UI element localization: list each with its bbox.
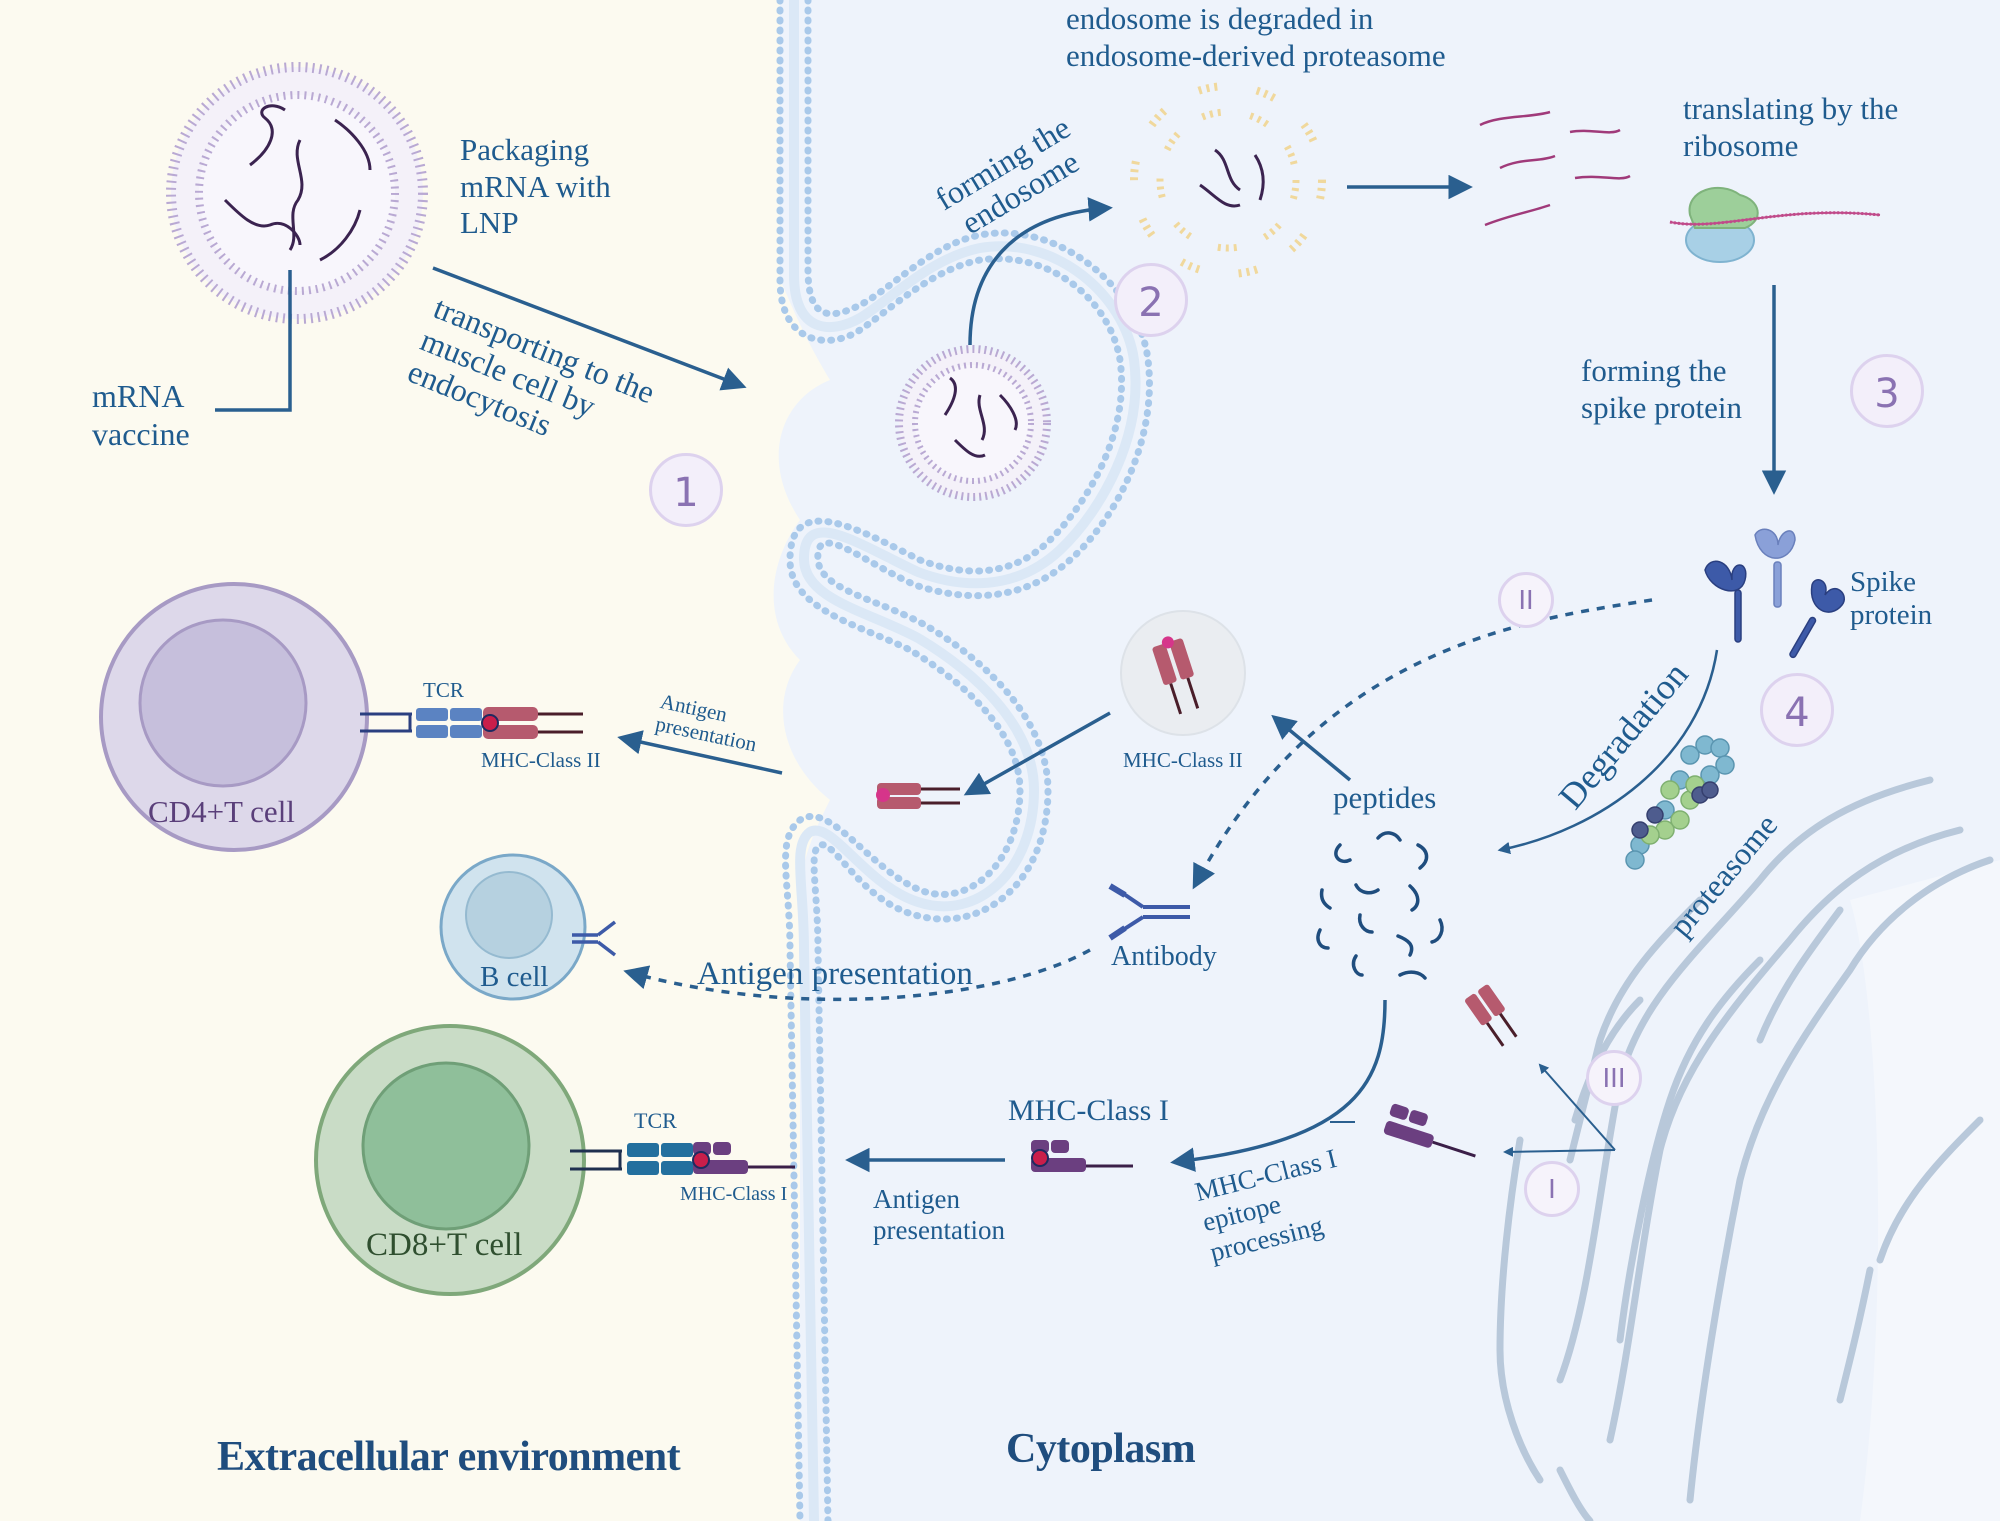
spike-protein-icon bbox=[1704, 528, 1845, 659]
arrow-degradation bbox=[1497, 649, 1719, 855]
ribosome-icon bbox=[1669, 186, 1881, 263]
vaccine-pointer-line bbox=[215, 270, 292, 412]
arrow-cd4-presentation bbox=[617, 730, 783, 775]
arrow-route-ii bbox=[1192, 598, 1653, 890]
cd8-t-cell bbox=[314, 1024, 586, 1296]
b-cell bbox=[439, 853, 587, 1001]
tcr-cd4-label: TCR bbox=[423, 678, 464, 702]
arrow-route-i bbox=[1503, 1146, 1616, 1157]
process-arrows bbox=[432, 174, 1787, 1173]
mhc-class-i-er-icon bbox=[1383, 1103, 1476, 1158]
mhc-class-i-cd8-icon bbox=[692, 1142, 795, 1174]
cytoplasm-title: Cytoplasm bbox=[1006, 1426, 1196, 1472]
arrow-epitope-processing bbox=[1170, 999, 1387, 1172]
mhc2-cd4-label: MHC-Class II bbox=[481, 748, 601, 772]
peptides-label: peptides bbox=[1333, 780, 1437, 815]
mhc-class-ii-icon bbox=[1120, 610, 1246, 736]
route-iii-badge: III bbox=[1586, 1050, 1642, 1106]
extracellular-title: Extracellular environment bbox=[217, 1434, 681, 1480]
antibody-label: Antibody bbox=[1111, 941, 1217, 972]
arrow-transport bbox=[432, 266, 747, 391]
mhc2-cyto-label: MHC-Class II bbox=[1123, 748, 1243, 772]
mhc1-cyto-label: MHC-Class I bbox=[1008, 1094, 1169, 1127]
tcr-cd8-label: TCR bbox=[634, 1108, 677, 1133]
b-cell-label: B cell bbox=[480, 961, 549, 993]
proteasome-icon bbox=[1625, 735, 1735, 870]
cd8-cell-label: CD8+T cell bbox=[366, 1227, 523, 1263]
step-4-badge: 4 bbox=[1760, 673, 1834, 747]
endosome-icon bbox=[1130, 82, 1326, 278]
arrow-mhc2-to-membrane bbox=[963, 711, 1111, 796]
arrow-route-iii bbox=[1538, 1063, 1616, 1151]
arrow-form-endosome bbox=[968, 197, 1113, 346]
mhc-class-ii-cd4-icon bbox=[481, 707, 583, 739]
peptide-fragment-icon bbox=[1316, 831, 1444, 980]
mhc-class-ii-er-icon bbox=[1465, 984, 1518, 1047]
antigen-presentation-b-label: Antigen presentation bbox=[697, 956, 973, 992]
step-1-badge: 1 bbox=[649, 453, 723, 527]
antibody-cyto-icon bbox=[1108, 883, 1190, 941]
cd4-t-cell bbox=[99, 582, 369, 852]
cytoplasm-region bbox=[773, 0, 2000, 1521]
step-2-badge: 2 bbox=[1114, 263, 1188, 337]
step-3-badge: 3 bbox=[1850, 354, 1924, 428]
lipid-nanoparticle-icon bbox=[166, 62, 428, 324]
mhc1-cd8-label: MHC-Class I bbox=[680, 1183, 788, 1205]
mrna-fragments-icon bbox=[1479, 110, 1631, 227]
mhc-class-ii-membrane-icon bbox=[876, 783, 960, 809]
tcr-icon bbox=[360, 708, 482, 738]
cd4-cell-label: CD4+T cell bbox=[148, 794, 295, 829]
mhc-class-i-icon bbox=[1031, 1140, 1133, 1172]
route-i-badge: I bbox=[1524, 1161, 1580, 1217]
endosome-lnp-icon bbox=[895, 345, 1051, 501]
mrna-strand-icon bbox=[223, 104, 372, 262]
route-ii-badge: II bbox=[1498, 572, 1554, 628]
tcr-cd8-icon bbox=[570, 1143, 693, 1175]
arrow-peptide-to-mhc2 bbox=[1271, 714, 1352, 782]
endoplasmic-reticulum-icon bbox=[1496, 776, 1994, 1521]
cell-membrane-icon bbox=[776, 0, 1153, 1521]
antibody-icon bbox=[572, 920, 617, 957]
